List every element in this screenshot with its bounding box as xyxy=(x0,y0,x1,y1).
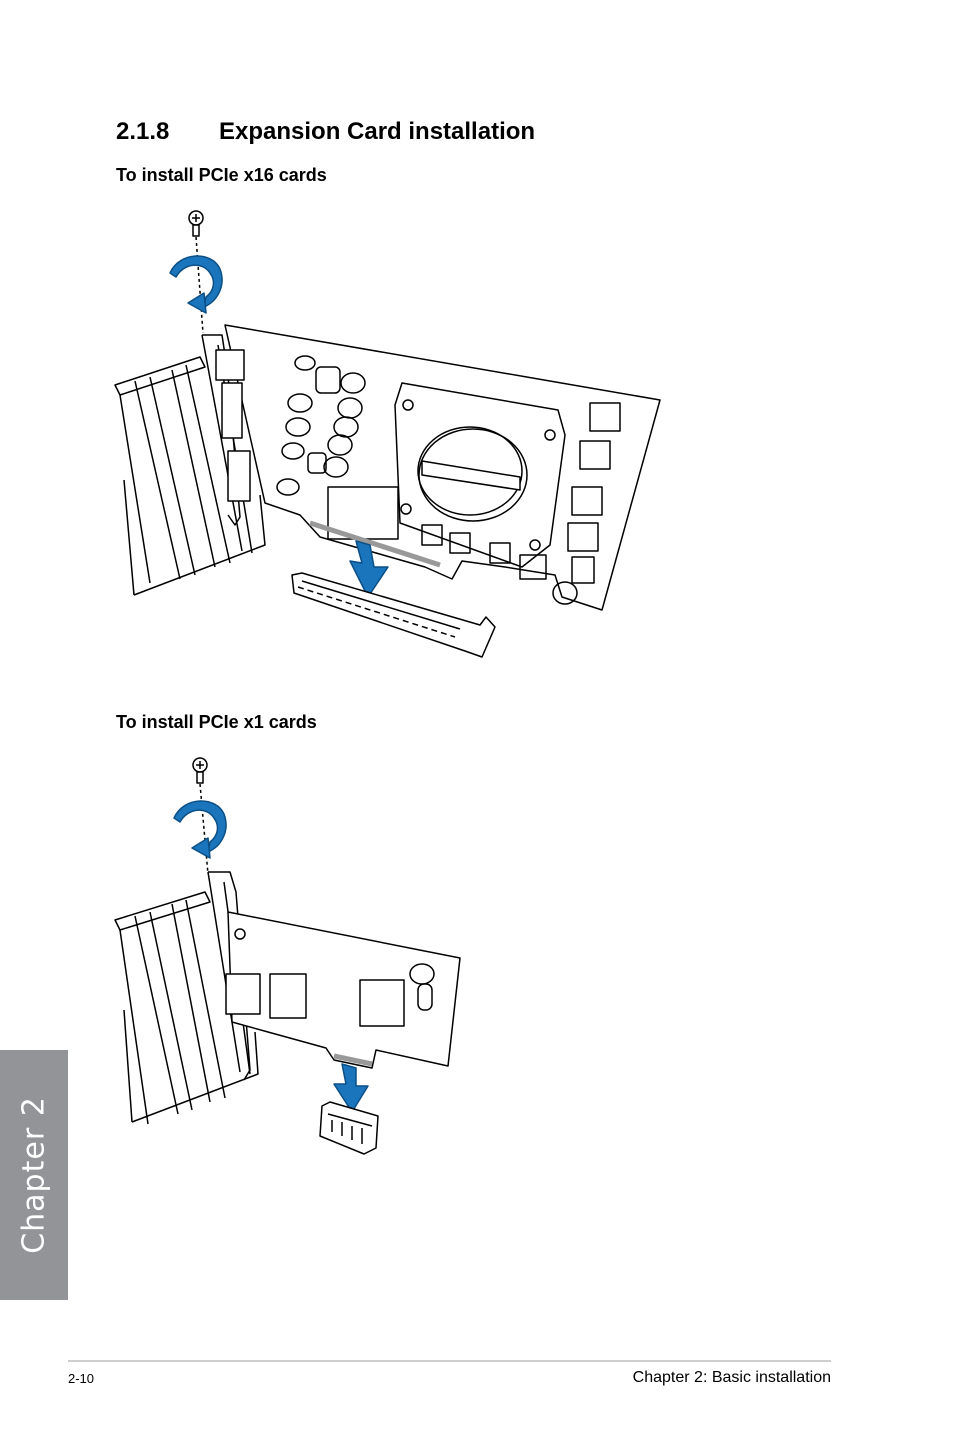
chapter-side-tab: Chapter 2 xyxy=(0,1050,68,1300)
footer-divider xyxy=(68,1360,831,1362)
rotate-arrow-icon xyxy=(173,800,227,859)
rotate-arrow-icon xyxy=(169,255,223,314)
section-heading: 2.1.8 Expansion Card installation xyxy=(116,118,535,146)
pcie-x1-card xyxy=(225,911,461,1069)
section-number: 2.1.8 xyxy=(116,118,170,145)
page-number: 2-10 xyxy=(68,1371,95,1386)
insert-arrow-icon xyxy=(333,1063,369,1113)
graphics-card xyxy=(215,324,661,611)
screw-icon xyxy=(192,757,209,875)
x16-heading: To install PCIe x16 cards xyxy=(116,165,327,185)
screw-icon xyxy=(188,210,204,334)
x16-install-illustration xyxy=(114,210,661,658)
footer-chapter-title: Chapter 2: Basic installation xyxy=(632,1369,831,1386)
x1-install-illustration xyxy=(114,757,461,1155)
insert-arrow-icon xyxy=(349,540,389,598)
card-bracket xyxy=(202,334,241,526)
card-bracket xyxy=(208,871,251,1081)
x1-heading: To install PCIe x1 cards xyxy=(116,712,317,732)
pcie-x16-slot xyxy=(291,572,496,658)
chapter-tab-label: Chapter 2 xyxy=(16,1096,52,1254)
section-title: Expansion Card installation xyxy=(219,118,536,145)
pcie-x1-slot xyxy=(319,1101,379,1155)
